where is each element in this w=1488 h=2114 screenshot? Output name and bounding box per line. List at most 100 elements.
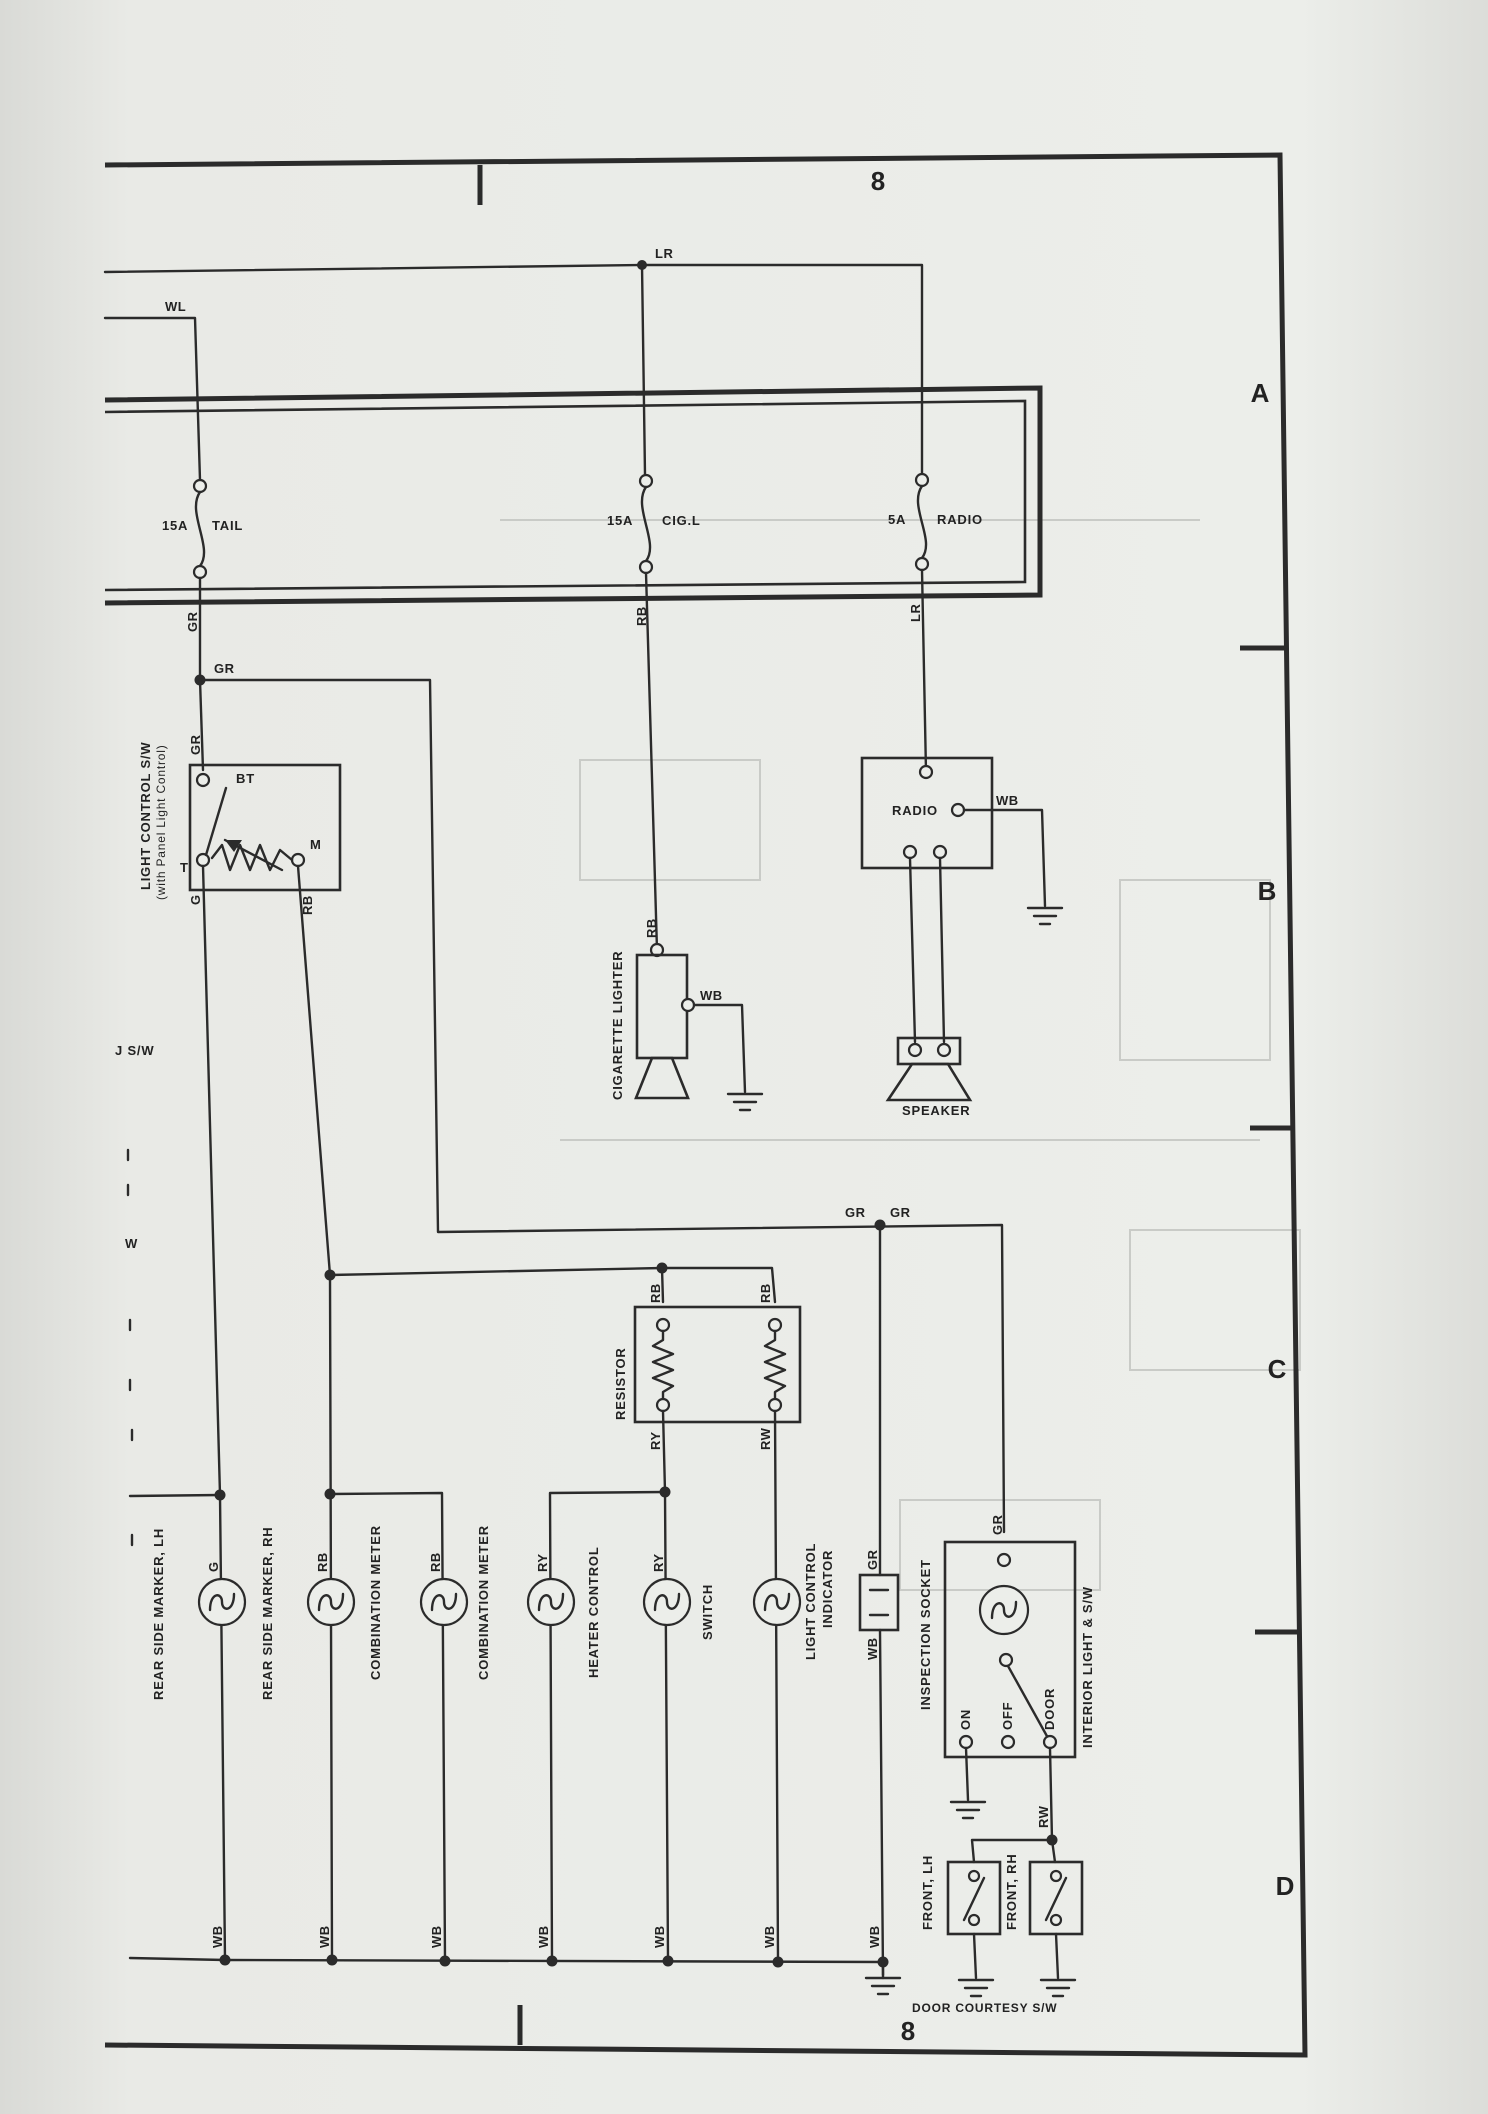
combination-meter-1-lamp — [419, 1577, 469, 1627]
ground-symbol-door-rh — [1039, 1978, 1077, 1998]
light-control-switch: BT T M — [180, 763, 342, 892]
wire-label-wb-cig: WB — [700, 988, 723, 1003]
rear-side-marker-lh-label: REAR SIDE MARKER, LH — [151, 1528, 166, 1700]
combination-meter-2-label: COMBINATION METER — [476, 1525, 491, 1680]
wire-label-wb-radio: WB — [996, 793, 1019, 808]
fuse-cig-name: CIG.L — [662, 513, 701, 528]
lcs-m: M — [310, 837, 322, 852]
fuse-cig-rating: 15A — [607, 513, 633, 528]
wire-label-gr-lcs-in: GR — [188, 734, 203, 755]
wire-label-rb-cig-in: RB — [644, 918, 659, 938]
heater-control-lamp — [642, 1577, 692, 1627]
wire-label-lr-radio: LR — [908, 604, 923, 622]
wire-label-lr-top: LR — [655, 246, 673, 261]
interior-light-label: INTERIOR LIGHT & S/W — [1080, 1586, 1095, 1748]
edge-fragment-sw1: J S/W — [115, 1043, 154, 1058]
fuse-box — [104, 385, 1043, 606]
wire-label-gr-junction: GR — [214, 661, 235, 676]
ground-symbol-main — [864, 1960, 902, 1996]
fuse-cig: 15A CIG.L — [607, 473, 701, 575]
speaker-label: SPEAKER — [902, 1103, 970, 1118]
interior-light-door: DOOR — [1042, 1688, 1057, 1730]
wire-label-rb-cm1: RB — [428, 1552, 443, 1572]
wire-label-wb-ground-6: WB — [762, 1925, 777, 1948]
wire-label-rb-cig: RB — [634, 606, 649, 626]
light-control-subtitle: (with Panel Light Control) — [154, 744, 168, 900]
ground-symbol-cig — [726, 1092, 764, 1112]
page-frame — [104, 152, 1308, 2058]
door-courtesy-switch-front-lh — [946, 1860, 1002, 1936]
door-courtesy-switch-front-rh — [1028, 1860, 1084, 1936]
resistor — [633, 1305, 802, 1424]
wire-label-rb-lcs-out: RB — [300, 895, 315, 915]
ground-symbol-radio — [1026, 906, 1064, 926]
wire-label-wb-ground-7: WB — [867, 1925, 882, 1948]
heater-control-label: HEATER CONTROL — [586, 1546, 601, 1678]
fuse-tail: 15A TAIL — [162, 478, 243, 580]
interior-light-switch: ON OFF DOOR — [943, 1540, 1077, 1759]
radio: RADIO — [860, 756, 994, 870]
cigarette-lighter — [634, 942, 696, 1100]
wire-label-ry-res: RY — [648, 1431, 663, 1450]
inspection-socket-label: INSPECTION SOCKET — [918, 1559, 933, 1710]
wire-label-wb-ground-2: WB — [317, 1925, 332, 1948]
wire-label-rb-res-2: RB — [758, 1283, 773, 1303]
edge-fragment-marks — [126, 1148, 134, 1547]
rear-side-marker-lh-lamp — [197, 1577, 247, 1627]
section-number-bottom: 8 — [901, 2016, 915, 2046]
speaker — [885, 1036, 973, 1102]
door-courtesy-label: DOOR COURTESY S/W — [912, 2001, 1057, 2015]
edge-fragment-sw2: W — [125, 1236, 138, 1251]
wire-label-wb-ground-5: WB — [652, 1925, 667, 1948]
lcs-bt: BT — [236, 771, 255, 786]
fuse-tail-name: TAIL — [212, 518, 243, 533]
wire-label-wb-ground-1: WB — [210, 1925, 225, 1948]
ground-symbol-door-lh — [957, 1978, 995, 1998]
resistor-label: RESISTOR — [613, 1347, 628, 1420]
cigarette-lighter-label: CIGARETTE LIGHTER — [610, 951, 625, 1100]
interior-light-off: OFF — [1000, 1702, 1015, 1730]
fuse-tail-rating: 15A — [162, 518, 188, 533]
zone-a: A — [1251, 378, 1270, 408]
combination-meter-2-lamp — [526, 1577, 576, 1627]
wire-label-wb-ground-3: WB — [429, 1925, 444, 1948]
wire-label-gr-interior-right: GR — [890, 1205, 911, 1220]
front-rh-label: FRONT, RH — [1004, 1853, 1019, 1930]
light-control-indicator-label-1: LIGHT CONTROL — [803, 1543, 818, 1660]
light-control-indicator-label-2: INDICATOR — [820, 1550, 835, 1628]
switch-lamp — [752, 1577, 802, 1627]
wire-label-gr-interior-left: GR — [845, 1205, 866, 1220]
wire-label-gr-interior: GR — [990, 1514, 1005, 1535]
zone-c: C — [1268, 1354, 1287, 1384]
zone-b: B — [1258, 876, 1277, 906]
wire-label-rw-res: RW — [758, 1427, 773, 1450]
wire-label-g-lcs-out: G — [188, 894, 203, 905]
zone-d: D — [1276, 1871, 1295, 1901]
wire-label-ry-switch: RY — [651, 1553, 666, 1572]
wire-label-wb-ground-4: WB — [536, 1925, 551, 1948]
interior-light-on: ON — [958, 1709, 973, 1730]
switch-label: SWITCH — [700, 1584, 715, 1640]
wire-label-gr-tail: GR — [185, 611, 200, 632]
light-control-title: LIGHT CONTROL S/W — [138, 742, 153, 890]
wire-label-wl: WL — [165, 299, 186, 314]
section-number-top: 8 — [871, 166, 885, 196]
wire-label-ry-heater: RY — [535, 1553, 550, 1572]
lcs-t: T — [180, 860, 189, 875]
radio-label: RADIO — [892, 803, 938, 818]
wire-label-wb-insp: WB — [865, 1637, 880, 1660]
ground-symbol-interior — [949, 1800, 987, 1820]
fuse-radio-rating: 5A — [888, 512, 906, 527]
front-lh-label: FRONT, LH — [920, 1855, 935, 1930]
rear-side-marker-rh-lamp — [306, 1577, 356, 1627]
wire-label-rb-res-1: RB — [648, 1283, 663, 1303]
fuse-radio: 5A RADIO — [888, 472, 982, 572]
wire-label-gr-insp: GR — [865, 1549, 880, 1570]
rear-side-marker-rh-label: REAR SIDE MARKER, RH — [260, 1527, 275, 1700]
wire-label-g-rsm-lh: G — [206, 1561, 221, 1572]
wire-label-rb-rsm-rh: RB — [315, 1552, 330, 1572]
wire-label-rw-door: RW — [1036, 1805, 1051, 1828]
combination-meter-1-label: COMBINATION METER — [368, 1525, 383, 1680]
